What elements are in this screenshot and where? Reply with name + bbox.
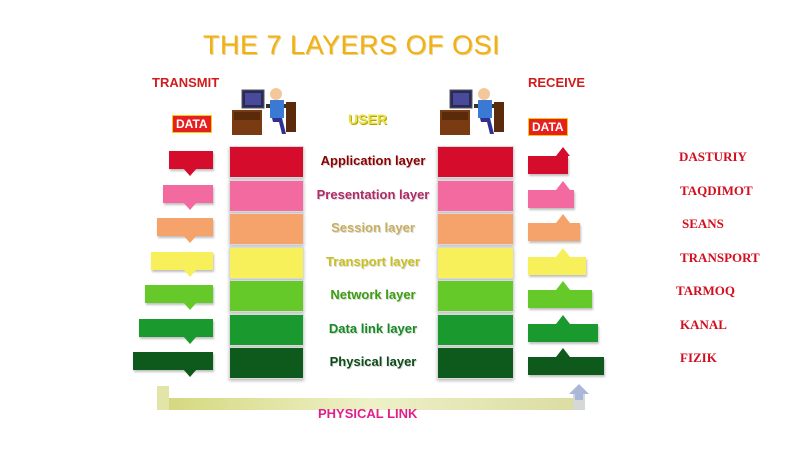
layer-uz-label: KANAL <box>680 316 727 332</box>
down-arrow-icon <box>183 201 197 210</box>
down-arrow-icon <box>183 335 197 344</box>
down-arrow-icon <box>183 369 197 377</box>
layer-name: Physical layer <box>329 354 417 369</box>
physical-link-arrow <box>157 384 589 410</box>
receive-stair <box>528 290 592 308</box>
data-badge-left: DATA <box>172 115 212 133</box>
up-arrow-icon <box>556 247 570 257</box>
receive-stair <box>528 256 586 275</box>
layer-uz-label: SEANS <box>682 216 724 231</box>
layer-name: Presentation layer <box>316 186 430 202</box>
layer-uz-label: TAQDIMOT <box>680 182 753 198</box>
down-arrow-icon <box>183 168 197 176</box>
up-arrow-icon <box>556 180 570 190</box>
layer-name: Network layer <box>330 287 416 302</box>
transmit-stair <box>139 318 213 337</box>
receive-stair <box>528 223 580 241</box>
layer-name: Transport layer <box>326 253 420 269</box>
layer-name: Data link layer <box>328 320 418 336</box>
computer-user-icon-right <box>440 88 504 135</box>
transmit-stair <box>157 218 213 236</box>
computer-user-icon-left <box>232 88 296 135</box>
layer-bar-left <box>229 313 304 346</box>
transmit-stair <box>169 151 213 169</box>
layer-bar-right <box>437 213 514 245</box>
user-label: USER <box>348 111 387 127</box>
up-arrow-icon <box>556 281 570 290</box>
transmit-label: TRANSMIT <box>152 75 220 90</box>
receive-stair <box>528 323 598 342</box>
transmit-stair <box>163 184 213 203</box>
layer-bar-right <box>437 280 514 312</box>
layer-bar-right <box>437 246 514 279</box>
receive-stair <box>528 156 568 174</box>
data-badge-right: DATA <box>528 118 568 136</box>
layer-name: Application layer <box>320 153 426 168</box>
receive-label: RECEIVE <box>528 75 586 90</box>
layer-uz-label: TRANSPORT <box>680 249 760 265</box>
down-arrow-icon <box>183 302 197 310</box>
layer-uz-label: TARMOQ <box>676 283 735 298</box>
up-arrow-icon <box>556 147 570 156</box>
layer-name: Session layer <box>331 220 415 235</box>
receive-stair <box>528 189 574 208</box>
transmit-stair <box>151 251 213 270</box>
up-arrow-icon <box>556 348 570 357</box>
layer-bar-left <box>229 213 304 245</box>
transmit-stair <box>145 285 213 303</box>
layer-bar-left <box>229 146 304 178</box>
up-arrow-icon <box>556 314 570 324</box>
layer-bar-right <box>437 179 514 212</box>
down-arrow-icon <box>183 235 197 243</box>
receive-stair <box>528 357 604 375</box>
layer-bar-right <box>437 146 514 178</box>
physical-link-label: PHYSICAL LINK <box>318 406 418 421</box>
layer-bar-right <box>437 313 514 346</box>
transmit-stair <box>133 352 213 370</box>
layer-bar-left <box>229 179 304 212</box>
layer-uz-label: FIZIK <box>680 350 717 365</box>
diagram-title: THE 7 LAYERS OF OSI <box>203 30 501 60</box>
layer-bar-left <box>229 246 304 279</box>
up-arrow-icon <box>556 214 570 223</box>
layer-bar-left <box>229 280 304 312</box>
layer-bar-right <box>437 347 514 379</box>
down-arrow-icon <box>183 268 197 277</box>
layer-bar-left <box>229 347 304 379</box>
layer-uz-label: DASTURIY <box>679 149 747 164</box>
